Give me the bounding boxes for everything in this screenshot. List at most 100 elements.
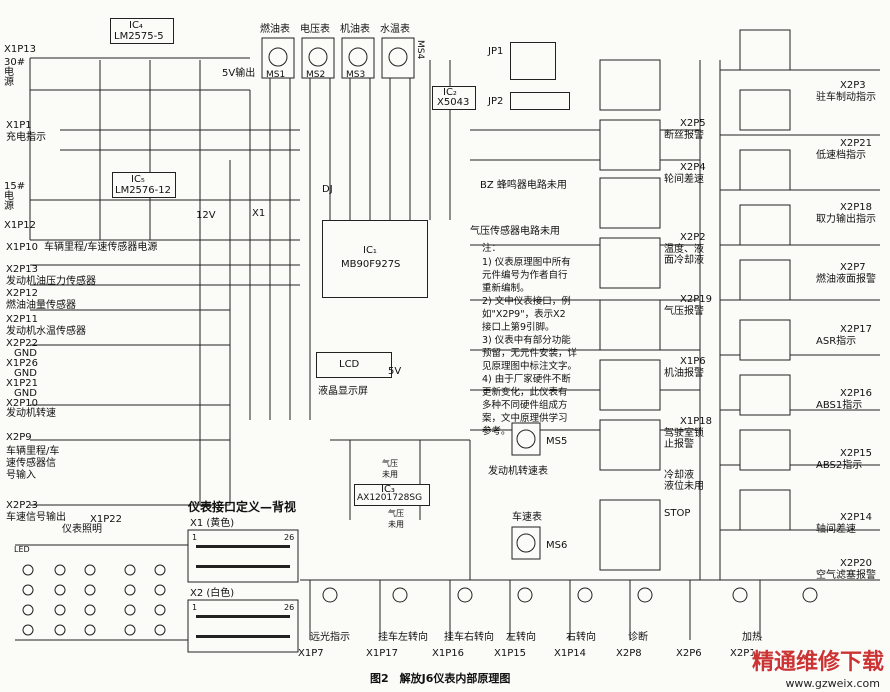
- ic3-chip: IC₃ AX1201728SG: [354, 484, 430, 506]
- note-title: 注：: [482, 243, 502, 254]
- ms1-code: MS1: [266, 70, 286, 80]
- right-col-pin: X2P15: [840, 448, 872, 459]
- speed-input-label: 车辆里程/车 速传感器信 号输入: [6, 446, 60, 481]
- right-mid-pin: X2P4: [680, 162, 706, 173]
- bottom-row-text: 右转向: [566, 632, 596, 643]
- note-line: 4) 由于厂家硬件不断: [482, 374, 571, 385]
- ms4-code: MS4: [415, 40, 425, 60]
- engine-tach-label: 发动机转速表: [488, 466, 548, 477]
- bottom-row-text: 挂车右转向: [444, 632, 494, 643]
- ms3-code: MS3: [346, 70, 366, 80]
- ic5-chip: IC₅ LM2576-12: [112, 172, 176, 198]
- ic5-name: IC₅: [131, 174, 145, 185]
- right-col-pin: X2P20: [840, 558, 872, 569]
- ic4-part: LM2575-5: [114, 31, 164, 42]
- water-gauge-label: 水温表: [380, 24, 410, 35]
- ic2-part: X5043: [437, 97, 470, 108]
- speed-output-label: 车速信号输出: [6, 512, 66, 523]
- x1-pin1: 1: [192, 533, 198, 542]
- right-col-pin: X2P16: [840, 388, 872, 399]
- x2-pin26: 26: [284, 603, 295, 612]
- x1p22-pin: X1P22: [90, 514, 122, 525]
- right-mid-text: 轮间差速: [664, 174, 704, 185]
- bottom-row-pin: X1P17: [366, 648, 398, 659]
- led-bank-label: LED: [14, 545, 30, 554]
- note-line: 重新编制。: [482, 283, 530, 294]
- ic4-name: IC₄: [129, 20, 143, 31]
- x2p23-pin: X2P23: [6, 500, 38, 511]
- right-col-text: ASR指示: [816, 336, 857, 347]
- right-mid-pin: X1P6: [680, 356, 706, 367]
- right-col-pin: X2P3: [840, 80, 866, 91]
- right-mid-pin: X2P19: [680, 294, 712, 305]
- x1p10-pin: X1P10: [6, 242, 38, 253]
- bottom-row-pin: X1P14: [554, 648, 586, 659]
- watermark-brand: 精通维修下载: [751, 650, 884, 675]
- bottom-row-text: 挂车左转向: [378, 632, 428, 643]
- x2-pin1: 1: [192, 603, 198, 612]
- right-col-pin: X2P14: [840, 512, 872, 523]
- ms5-code: MS5: [546, 436, 568, 447]
- ic1-name: IC₁: [363, 245, 377, 256]
- note-line: 1) 仪表原理图中所有: [482, 257, 571, 268]
- ic1-chip: IC₁ MB90F927S: [322, 220, 428, 298]
- ic4-chip: IC₄ LM2575-5: [110, 18, 174, 44]
- right-mid-pin: X2P2: [680, 232, 706, 243]
- note-line: 3) 仪表中有部分功能: [482, 335, 571, 346]
- right-mid-text: 驾驶室锁 止报警: [664, 428, 704, 450]
- x1-connector-label: X1 (黄色): [190, 518, 235, 529]
- note-line: 2) 文中仪表接口，例: [482, 296, 571, 307]
- ic3-name: IC₃: [381, 484, 395, 495]
- right-col-pin: X2P17: [840, 324, 872, 335]
- right-col-text: 轴间差速: [816, 524, 856, 535]
- right-col-text: 驻车制动指示: [816, 92, 876, 103]
- jp1-header: [510, 42, 556, 80]
- watermark-url: www.gzweix.com: [785, 677, 880, 690]
- ms6-code: MS6: [546, 540, 568, 551]
- power30-label: 30# 电 源: [4, 57, 26, 88]
- jp1-label: JP1: [488, 46, 504, 57]
- right-mid-text: 温度、液 面冷却液: [664, 244, 704, 266]
- right-mid-pin: X1P18: [680, 416, 712, 427]
- x1p13-pin: X1P13: [4, 44, 36, 55]
- note-line: 见原理图中标注文字。: [482, 361, 578, 372]
- right-col-pin: X2P21: [840, 138, 872, 149]
- lcd-display: LCD: [316, 352, 392, 378]
- bottom-row-pin: X1P7: [298, 648, 324, 659]
- ms2-code: MS2: [306, 70, 326, 80]
- figure-caption: 图2 解放J6仪表内部原理图: [370, 672, 511, 685]
- note-line: 案，文中原理供学习: [482, 413, 568, 424]
- oil-pressure-sensor-label: 发动机油压力传感器: [6, 276, 96, 287]
- jp2-label: JP2: [488, 96, 504, 107]
- x1p26-pin: X1P26: [6, 358, 38, 369]
- right-col-text: 燃油液面报警: [816, 274, 876, 285]
- ic1-part: MB90F927S: [341, 259, 401, 270]
- out5v-label: 5V输出: [222, 68, 256, 79]
- gnd-label-3: GND: [14, 388, 37, 399]
- right-mid-text: 冷却液 液位未用: [664, 470, 704, 492]
- x1p1-pin: X1P1: [6, 120, 32, 131]
- bottom-row-text: 远光指示: [310, 632, 350, 643]
- bottom-row-text: 左转向: [506, 632, 536, 643]
- right-col-text: 取力输出指示: [816, 214, 876, 225]
- right-col-text: 低速档指示: [816, 150, 866, 161]
- speed-sensor-power-label: 车辆里程/车速传感器电源: [44, 242, 158, 253]
- right-mid-text: 断丝报警: [664, 130, 704, 141]
- right-mid-pin: X2P5: [680, 118, 706, 129]
- jp2-header: [510, 92, 570, 110]
- water-temp-sensor-label: 发动机水温传感器: [6, 326, 86, 337]
- oil-gauge-label: 机油表: [340, 24, 370, 35]
- note-line: 接口上第9引脚。: [482, 322, 555, 333]
- right-col-text: 空气滤塞报警: [816, 570, 876, 581]
- bottom-row-text: 加热: [742, 632, 762, 643]
- x2-connector-label: X2 (白色): [190, 588, 235, 599]
- voltage-gauge-label: 电压表: [300, 24, 330, 35]
- x2p22-pin: X2P22: [6, 338, 38, 349]
- right-col-pin: X2P7: [840, 262, 866, 273]
- bottom-row-pin: X2P6: [676, 648, 702, 659]
- gnd-label-1: GND: [14, 348, 37, 359]
- fuel-gauge-label: 燃油表: [260, 24, 290, 35]
- x2p12-pin: X2P12: [6, 288, 38, 299]
- bottom-row-pin: X1P15: [494, 648, 526, 659]
